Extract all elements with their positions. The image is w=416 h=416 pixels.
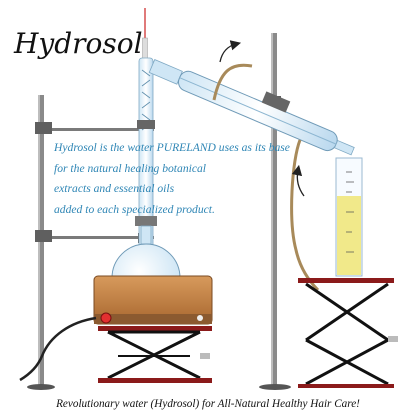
power-cord bbox=[19, 316, 97, 382]
page-title: Hydrosol bbox=[14, 27, 143, 60]
right-lab-jack bbox=[298, 278, 398, 388]
caption-line: Hydrosol is the water PURELAND uses as i… bbox=[54, 141, 290, 154]
flow-arrow-icon bbox=[219, 40, 305, 197]
condenser-clamp bbox=[261, 91, 291, 113]
collected-hydrosol bbox=[337, 196, 361, 275]
power-button-icon[interactable] bbox=[100, 312, 112, 324]
left-lab-jack bbox=[98, 326, 212, 383]
graduated-cylinder bbox=[335, 157, 363, 277]
condenser bbox=[148, 59, 355, 156]
caption-line: extracts and essential oils bbox=[54, 182, 175, 195]
caption-line: added to each specialized product. bbox=[54, 202, 215, 216]
footer-tagline: Revolutionary water (Hydrosol) for All-N… bbox=[56, 398, 360, 410]
thermometer bbox=[142, 8, 148, 61]
caption-line: for the natural healing botanical bbox=[54, 161, 206, 175]
description-caption: Hydrosol is the water PURELAND uses as i… bbox=[54, 138, 290, 220]
heating-mantle bbox=[19, 275, 213, 382]
